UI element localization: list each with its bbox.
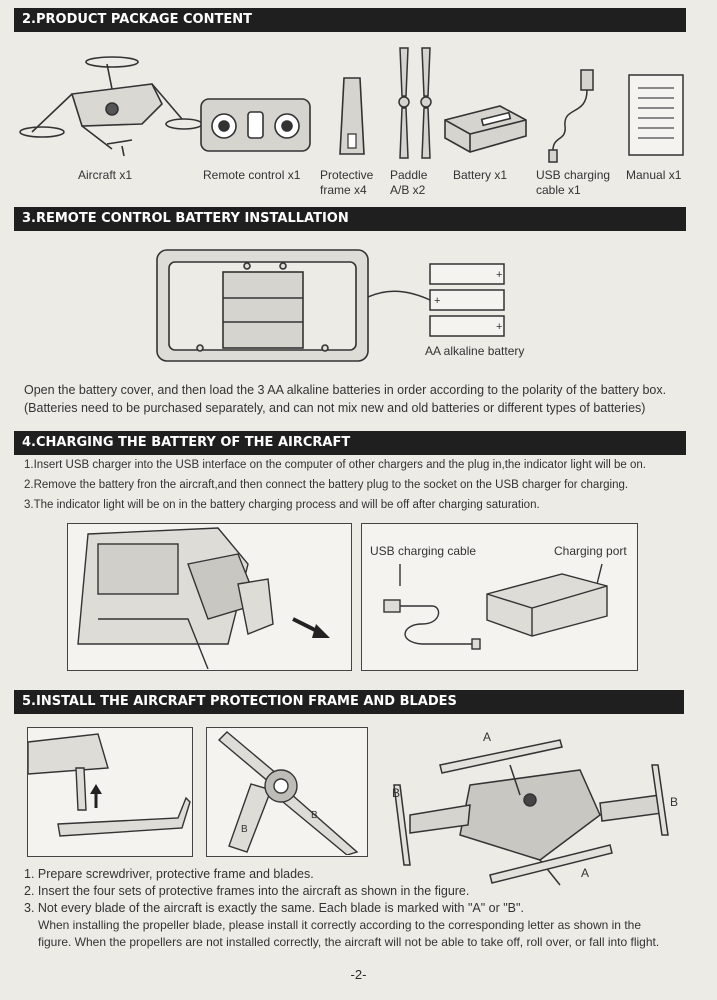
usb-charger-figure: USB charging cable Charging port: [361, 523, 638, 671]
section-header-charging: 4.CHARGING THE BATTERY OF THE AIRCRAFT: [14, 431, 686, 455]
section3-paragraph-line1: Open the battery cover, and then load th…: [24, 383, 667, 397]
blades-step-3-cont-1: When installing the propeller blade, ple…: [38, 918, 641, 932]
section-header-remote-battery: 3.REMOTE CONTROL BATTERY INSTALLATION: [14, 207, 686, 231]
frame-install-figure: [27, 727, 193, 857]
item-caption-usb-cable: USB charging cable x1: [536, 168, 611, 197]
charging-step-2: 2.Remove the battery fron the aircraft,a…: [24, 479, 629, 491]
remote-control-illustration: [200, 98, 311, 152]
protective-frame-illustration: [339, 77, 365, 155]
item-caption-remote-control: Remote control x1: [203, 168, 301, 182]
section3-paragraph-line2: (Batteries need to be purchased separate…: [24, 401, 646, 415]
aircraft-illustration: [19, 56, 202, 157]
item-caption-paddle: Paddle A/B x2: [390, 168, 428, 197]
svg-text:+: +: [496, 321, 502, 333]
charging-step-3: 3.The indicator light will be on in the …: [24, 499, 540, 511]
blade-install-figure: B B: [206, 727, 368, 857]
section-header-frame-blades: 5.INSTALL THE AIRCRAFT PROTECTION FRAME …: [14, 690, 684, 714]
item-caption-aircraft: Aircraft x1: [78, 168, 133, 182]
blades-step-1: 1. Prepare screwdriver, protective frame…: [24, 867, 314, 881]
manual-illustration: [628, 74, 684, 156]
page-number: -2-: [350, 967, 367, 982]
paddle-illustration: [398, 47, 432, 159]
usb-cable-illustration: [548, 69, 594, 163]
charging-port-label: Charging port: [554, 544, 627, 558]
blade-label-b-left: B: [392, 786, 401, 800]
svg-text:+: +: [496, 269, 502, 281]
battery-illustration: [444, 105, 527, 153]
aa-battery-label: AA alkaline battery: [425, 344, 525, 358]
item-caption-manual: Manual x1: [626, 168, 682, 182]
blade-label-a-top: A: [483, 730, 492, 744]
blades-step-3: 3. Not every blade of the aircraft is ex…: [24, 901, 524, 915]
battery-removal-figure: [67, 523, 352, 671]
svg-text:+: +: [434, 295, 440, 307]
aircraft-blades-illustration: [393, 739, 669, 886]
blade-label-b-right: B: [670, 795, 679, 809]
item-caption-protective-frame: Protective frame x4: [320, 168, 374, 197]
charging-step-1: 1.Insert USB charger into the USB interf…: [24, 459, 646, 471]
aa-batteries-illustration: + + +: [368, 263, 505, 337]
blades-step-2: 2. Insert the four sets of protective fr…: [24, 884, 470, 898]
battery-box-illustration: [156, 249, 369, 362]
blades-step-3-cont-2: figure. When the propellers are not inst…: [38, 935, 660, 949]
usb-charging-cable-label: USB charging cable: [370, 544, 477, 558]
item-caption-battery: Battery x1: [453, 168, 508, 182]
section-header-package-content: 2.PRODUCT PACKAGE CONTENT: [14, 8, 686, 32]
svg-text:B: B: [311, 810, 318, 821]
svg-text:B: B: [241, 824, 248, 835]
blade-label-a-bottom: A: [581, 866, 590, 880]
